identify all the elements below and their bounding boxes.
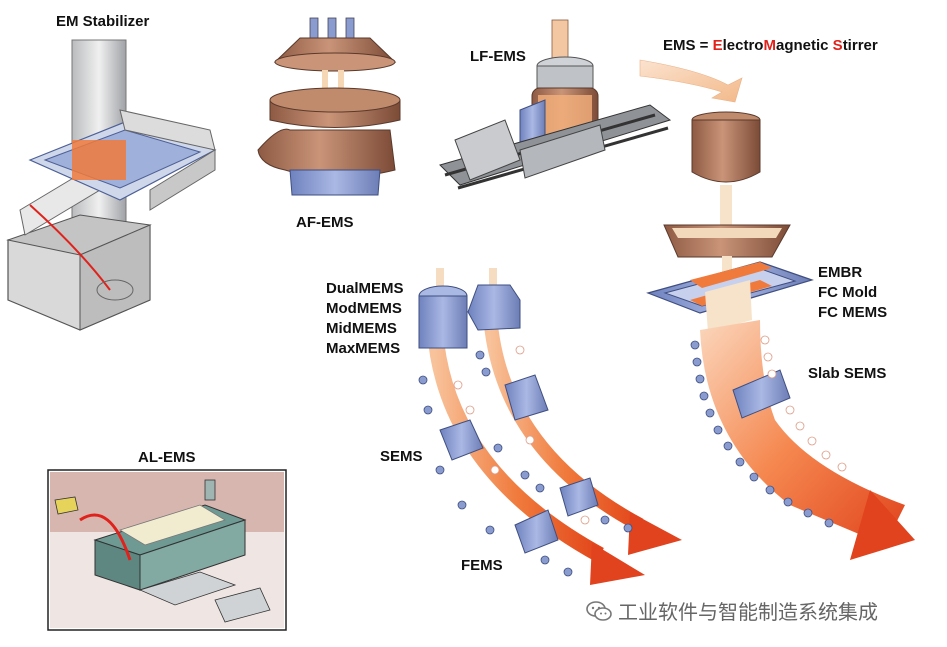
label-fems: FEMS <box>461 557 503 574</box>
wechat-icon <box>586 600 612 621</box>
label-fc-mems: FC MEMS <box>818 304 888 321</box>
curved-arrow-shape <box>639 59 743 103</box>
label-lf-ems: LF-EMS <box>470 48 526 65</box>
watermark-text: 工业软件与智能制造系统集成 <box>618 600 878 624</box>
billet-strands-illustration <box>418 268 682 585</box>
watermark: 工业软件与智能制造系统集成 <box>586 596 878 625</box>
slab-caster-illustration <box>646 111 915 560</box>
label-modmems: ModMEMS <box>326 300 402 317</box>
label-slab-sems: Slab SEMS <box>808 365 887 382</box>
ems-definition: EMS = ElectroMagnetic Stirrer <box>663 37 878 54</box>
em-stabilizer-illustration <box>6 39 217 331</box>
label-embr: EMBR <box>818 264 863 281</box>
label-midmems: MidMEMS <box>326 320 397 337</box>
label-af-ems: AF-EMS <box>296 214 354 231</box>
label-slab-mold-variants: EMBR FC Mold FC MEMS <box>818 263 887 323</box>
label-sems: SEMS <box>380 448 423 465</box>
lf-ems-illustration <box>439 19 672 190</box>
label-mold-ems-variants: DualMEMS ModMEMS MidMEMS MaxMEMS <box>326 279 404 359</box>
label-fc-mold: FC Mold <box>818 284 878 301</box>
af-ems-illustration <box>257 17 401 196</box>
label-maxmems: MaxMEMS <box>326 340 401 357</box>
label-em-stabilizer: EM Stabilizer <box>56 13 150 30</box>
label-al-ems: AL-EMS <box>138 449 196 466</box>
label-dualmems: DualMEMS <box>326 280 404 297</box>
al-ems-illustration <box>47 469 287 631</box>
